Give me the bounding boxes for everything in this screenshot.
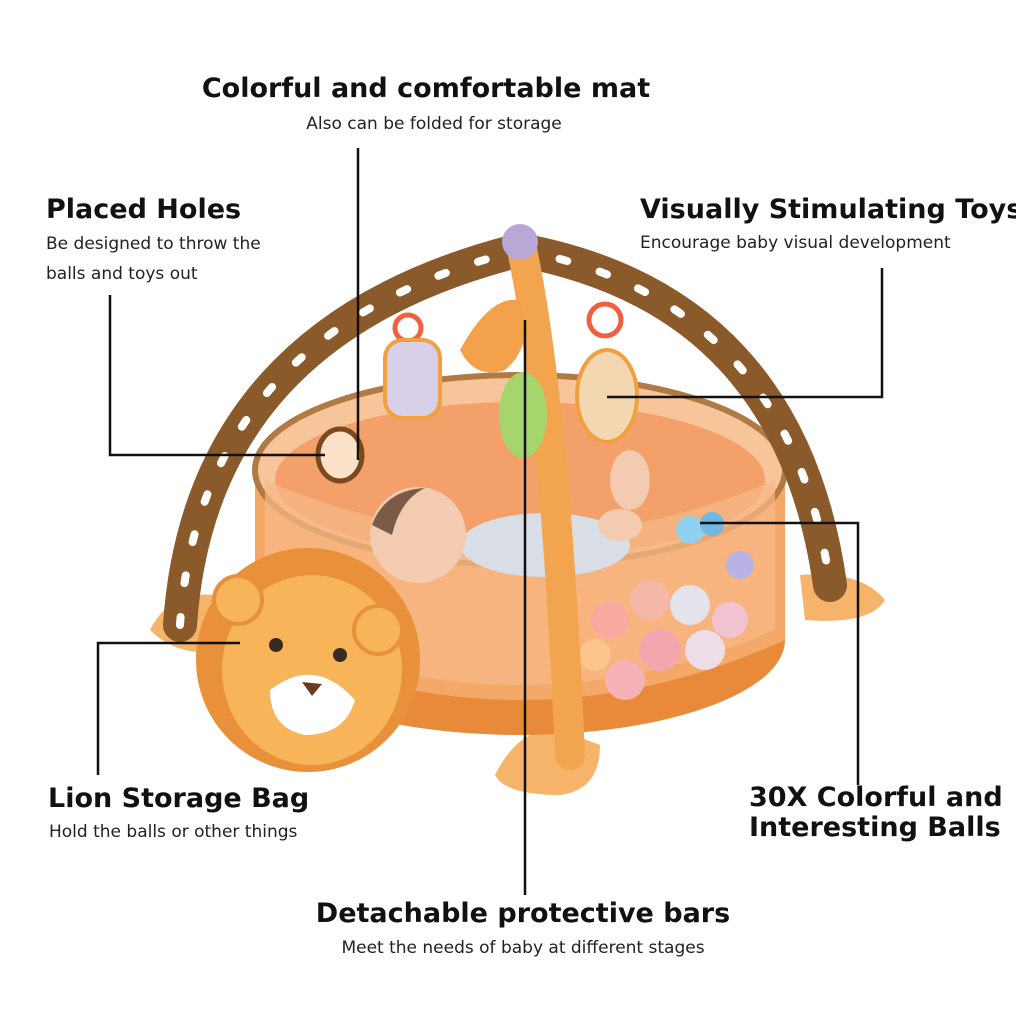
ball (726, 551, 754, 579)
arch-connector (502, 224, 538, 260)
mat-subtitle: Also can be folded for storage (306, 114, 562, 134)
ball (700, 512, 724, 536)
toys-title: Visually Stimulating Toys (640, 194, 1016, 225)
ball (579, 639, 611, 671)
lion-ear-left (212, 574, 264, 626)
lion-muzzle (270, 674, 355, 735)
ball (670, 585, 710, 625)
arch-orange (505, 225, 585, 770)
toy-orange-leaf (460, 299, 525, 373)
baby-leg (610, 450, 650, 510)
ball (605, 660, 645, 700)
lion-title: Lion Storage Bag (48, 783, 310, 814)
balls-title-line1: 30X Colorful and (749, 782, 1003, 813)
balls-title-line2: Interesting Balls (749, 812, 1001, 843)
toy-ring (586, 301, 624, 339)
lion-eye-right (333, 648, 347, 662)
lion-subtitle: Hold the balls or other things (49, 822, 298, 842)
mat-title: Colorful and comfortable mat (201, 73, 651, 104)
bars-subtitle: Meet the needs of baby at different stag… (341, 938, 705, 958)
baby-arm (598, 509, 642, 541)
ball (630, 580, 670, 620)
holes-subtitle-line2: balls and toys out (46, 264, 198, 284)
toys-subtitle: Encourage baby visual development (640, 233, 951, 253)
baby-head (370, 487, 466, 583)
ball (639, 629, 681, 671)
toy-koala (383, 338, 442, 420)
toy-ring (392, 312, 424, 344)
toy-green-leaf (499, 372, 547, 458)
ball (685, 630, 725, 670)
toy-monkey (575, 348, 639, 444)
baby-hair (372, 488, 425, 535)
lion-eye-left (269, 638, 283, 652)
ball (591, 601, 629, 639)
holes-subtitle-line1: Be designed to throw the (46, 234, 261, 254)
ball (676, 516, 704, 544)
holes-title: Placed Holes (46, 194, 242, 225)
lion-nose (302, 682, 322, 696)
placed-hole (315, 426, 365, 484)
bars-title: Detachable protective bars (315, 898, 731, 929)
lion-ear-right (352, 604, 404, 656)
ball (712, 602, 748, 638)
